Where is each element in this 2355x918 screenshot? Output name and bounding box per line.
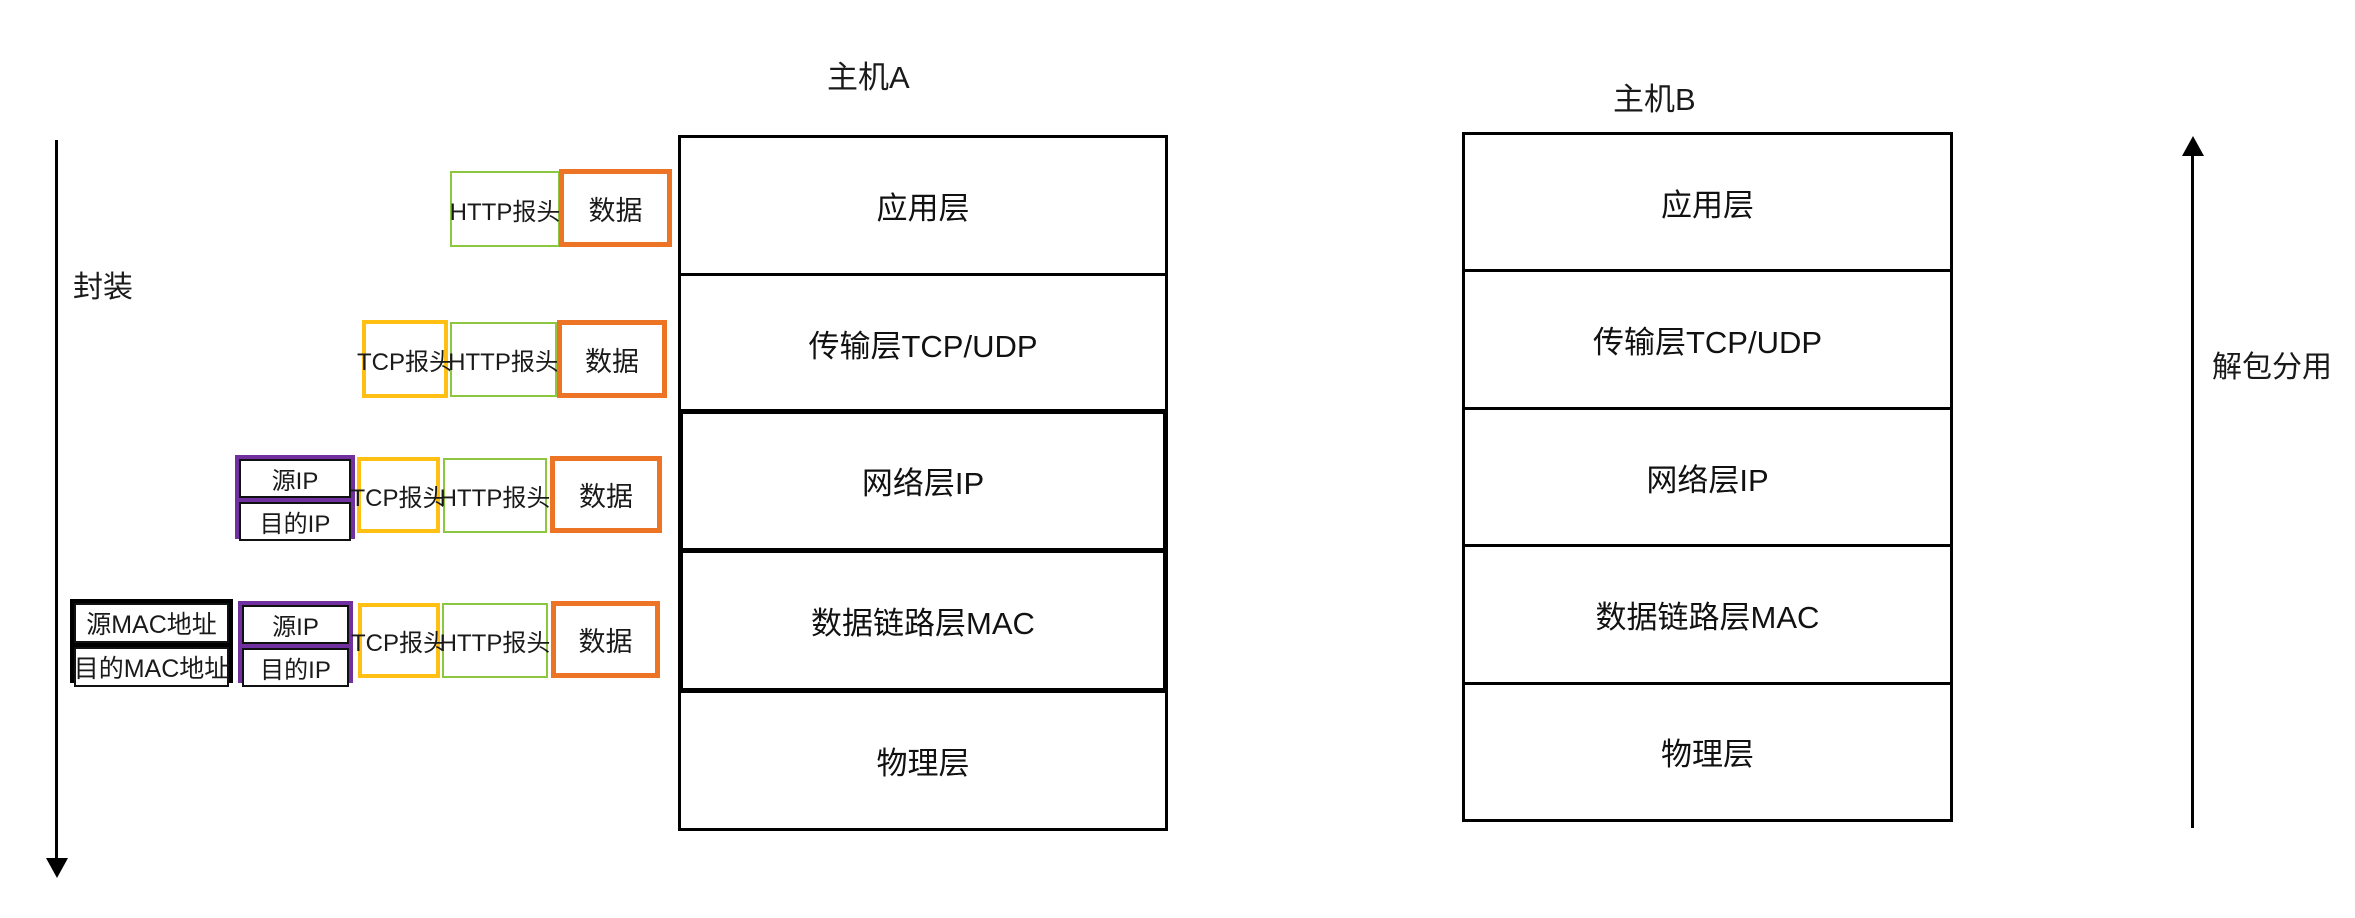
encapsulation-label: 封装 xyxy=(73,271,133,304)
encapsulation-arrow-line xyxy=(55,140,58,862)
row4-ip-header-box: 源IP 目的IP xyxy=(238,601,353,687)
host-b-title: 主机B xyxy=(1613,82,1696,117)
row4-data-box: 数据 xyxy=(551,601,660,678)
host-a-layer-transport: 传输层TCP/UDP xyxy=(678,272,1168,414)
host-b-stack: 应用层 传输层TCP/UDP 网络层IP 数据链路层MAC 物理层 xyxy=(1462,132,1953,823)
row4-http-header-box: HTTP报头 xyxy=(440,603,550,678)
decapsulation-label: 解包分用 xyxy=(2212,351,2332,384)
row3-source-ip-cell: 源IP xyxy=(239,459,351,498)
host-b-layer-network: 网络层IP xyxy=(1462,406,1953,548)
row4-source-ip-cell: 源IP xyxy=(242,605,349,644)
decapsulation-arrow-line xyxy=(2191,152,2194,828)
host-b-layer-transport: 传输层TCP/UDP xyxy=(1462,269,1953,410)
row2-http-header-box: HTTP报头 xyxy=(448,322,559,397)
row4-source-mac-cell: 源MAC地址 xyxy=(74,603,229,643)
host-a-layer-physical: 物理层 xyxy=(678,690,1168,831)
host-b-layer-physical: 物理层 xyxy=(1462,681,1953,823)
row3-http-header-box: HTTP报头 xyxy=(440,458,550,533)
row3-tcp-header-box: TCP报头 xyxy=(351,457,447,533)
row3-ip-header-box: 源IP 目的IP xyxy=(235,455,355,541)
row1-http-header-box: HTTP报头 xyxy=(450,171,560,247)
host-a-stack: 应用层 传输层TCP/UDP 网络层IP 数据链路层MAC 物理层 xyxy=(678,135,1168,831)
host-a-title: 主机A xyxy=(827,60,910,95)
row1-data-box: 数据 xyxy=(559,169,672,247)
host-a-layer-application: 应用层 xyxy=(678,135,1168,276)
row3-dest-ip-cell: 目的IP xyxy=(239,502,351,541)
row4-dest-ip-cell: 目的IP xyxy=(242,648,349,687)
row3-data-box: 数据 xyxy=(550,456,662,533)
row2-data-box: 数据 xyxy=(557,320,667,398)
host-b-layer-datalink: 数据链路层MAC xyxy=(1462,544,1953,685)
row4-tcp-header-box: TCP报头 xyxy=(351,603,447,678)
row2-tcp-header-box: TCP报头 xyxy=(357,320,453,398)
decapsulation-arrowhead-icon xyxy=(2182,136,2204,156)
row4-mac-header-box: 源MAC地址 目的MAC地址 xyxy=(70,599,233,687)
host-a-layer-network: 网络层IP xyxy=(678,408,1168,554)
encapsulation-arrowhead-icon xyxy=(46,858,68,878)
row4-dest-mac-cell: 目的MAC地址 xyxy=(74,647,229,687)
host-b-layer-application: 应用层 xyxy=(1462,132,1953,273)
host-a-layer-datalink: 数据链路层MAC xyxy=(678,548,1168,694)
